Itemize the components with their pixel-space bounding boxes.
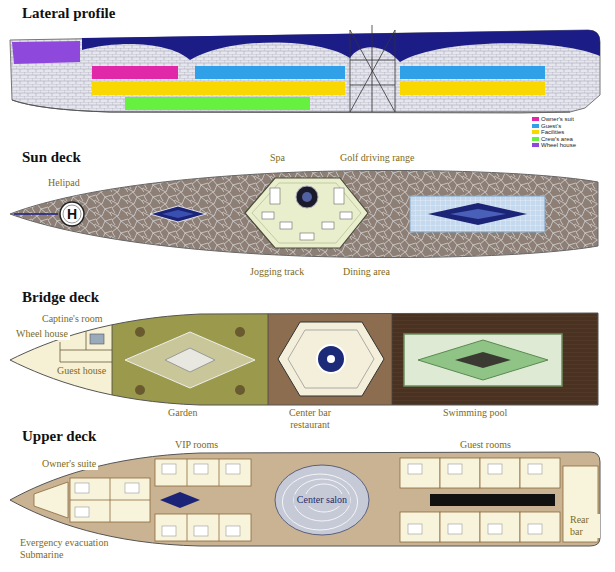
- legend-swatch: [532, 130, 539, 134]
- owner-block: [92, 66, 178, 79]
- lozenge-inner: [162, 210, 194, 218]
- lozenge-inner: [450, 209, 506, 219]
- bar-hexagon: [278, 322, 384, 396]
- legend-entry: Crew's area: [532, 136, 573, 142]
- area-label: Center bar restaurant: [280, 407, 340, 431]
- upper-deck-hull: [10, 452, 600, 546]
- legend-entry: Facilities: [532, 129, 564, 135]
- facilities-block: [400, 82, 545, 95]
- legend-swatch: [532, 117, 539, 121]
- bridge-deck-areas: [0, 300, 602, 420]
- crew-block: [125, 97, 310, 110]
- swimming-pool: [404, 334, 562, 386]
- lateral-profile: [10, 25, 600, 113]
- legend-text: Owner's suit: [541, 116, 574, 122]
- section-heading: Sun deck: [22, 148, 81, 166]
- upper-deck: [10, 452, 600, 546]
- spa-pool: [296, 186, 318, 208]
- guest-block: [400, 66, 545, 79]
- garden-fountain: [165, 348, 215, 372]
- canopy: [82, 30, 600, 62]
- area-label: Rear bar: [568, 514, 600, 538]
- wheel-house-block: [12, 41, 80, 64]
- section-heading: Upper deck: [22, 427, 96, 445]
- salon-swirl: [294, 479, 350, 521]
- area-label: Jogging track: [250, 266, 304, 278]
- bridge-deck: [0, 300, 602, 420]
- sun-deck: [10, 170, 598, 257]
- facilities-block: [92, 82, 345, 95]
- bar-hexagon-inner: [288, 330, 374, 388]
- spa-pool-inner: [302, 192, 312, 202]
- area-label: Spa: [270, 152, 285, 164]
- sun-deck-hull: [10, 170, 598, 257]
- legend-text: Crew's area: [541, 136, 573, 142]
- salon-floor: [275, 465, 369, 535]
- salon-ellipse: Center salon: [274, 464, 370, 536]
- area-label: Dining area: [343, 266, 390, 278]
- area-label: Golf driving range: [340, 152, 414, 164]
- room-window: [90, 334, 104, 344]
- garden-area: [112, 300, 268, 420]
- area-label: Garden: [168, 407, 197, 419]
- bar-center: [317, 345, 345, 373]
- hexagon-inner: [252, 183, 361, 243]
- area-label: Guest house: [55, 365, 108, 377]
- deck-wood: [392, 300, 602, 420]
- legend-swatch: [532, 137, 539, 141]
- area-label: Swimming pool: [443, 407, 507, 419]
- keel-line: [12, 100, 570, 112]
- legend-text: Facilities: [541, 129, 564, 135]
- area-label: Guest rooms: [460, 439, 511, 451]
- lozenge: [428, 203, 527, 225]
- area-label: Wheel house: [14, 328, 70, 340]
- area-label: VIP rooms: [175, 439, 218, 451]
- mast-lattice: [350, 25, 395, 112]
- legend-entry: Owner's suit: [532, 116, 574, 122]
- corridor: [430, 494, 555, 506]
- dining-tables: [262, 188, 352, 240]
- golf-area: [410, 196, 545, 232]
- legend-entry: Guest's: [532, 123, 561, 129]
- cream-area: [0, 300, 112, 420]
- area-label: Owner's suite: [40, 458, 98, 470]
- section-heading: Lateral profile: [22, 4, 115, 22]
- section-heading: Bridge deck: [22, 288, 99, 306]
- node-text: H: [67, 206, 77, 222]
- pool-center: [455, 352, 511, 368]
- legend-text: Guest's: [541, 123, 561, 129]
- legend-entry: Wheel house: [532, 142, 576, 148]
- cabins: [34, 458, 598, 542]
- legend-text: Wheel house: [541, 142, 576, 148]
- center-area: [268, 300, 392, 420]
- pool-water: [418, 340, 548, 380]
- legend-swatch: [532, 143, 539, 147]
- salon-swirl: [282, 474, 357, 530]
- area-label: Evergency evacuation Submarine: [20, 537, 124, 561]
- bridge-deck-hull: [10, 313, 598, 405]
- lozenge: [150, 206, 206, 222]
- lozenge: [160, 492, 200, 508]
- legend-swatch: [532, 124, 539, 128]
- helipad-circle: H: [59, 201, 85, 227]
- area-label: Captine's room: [40, 313, 104, 325]
- spa-hexagon: [245, 178, 368, 248]
- cabin-walls: [70, 459, 219, 541]
- area-label: Helipad: [48, 177, 80, 189]
- node-text: Center salon: [294, 494, 350, 506]
- hull-side: [10, 30, 600, 113]
- garden-diamond: [125, 332, 255, 388]
- bow-line: [14, 213, 58, 215]
- bar-center-inner: [327, 355, 335, 363]
- guest-block: [195, 66, 345, 79]
- helipad-ring: [60, 202, 84, 226]
- garden-trees: [135, 327, 245, 395]
- helipad-inner-ring: [63, 205, 81, 223]
